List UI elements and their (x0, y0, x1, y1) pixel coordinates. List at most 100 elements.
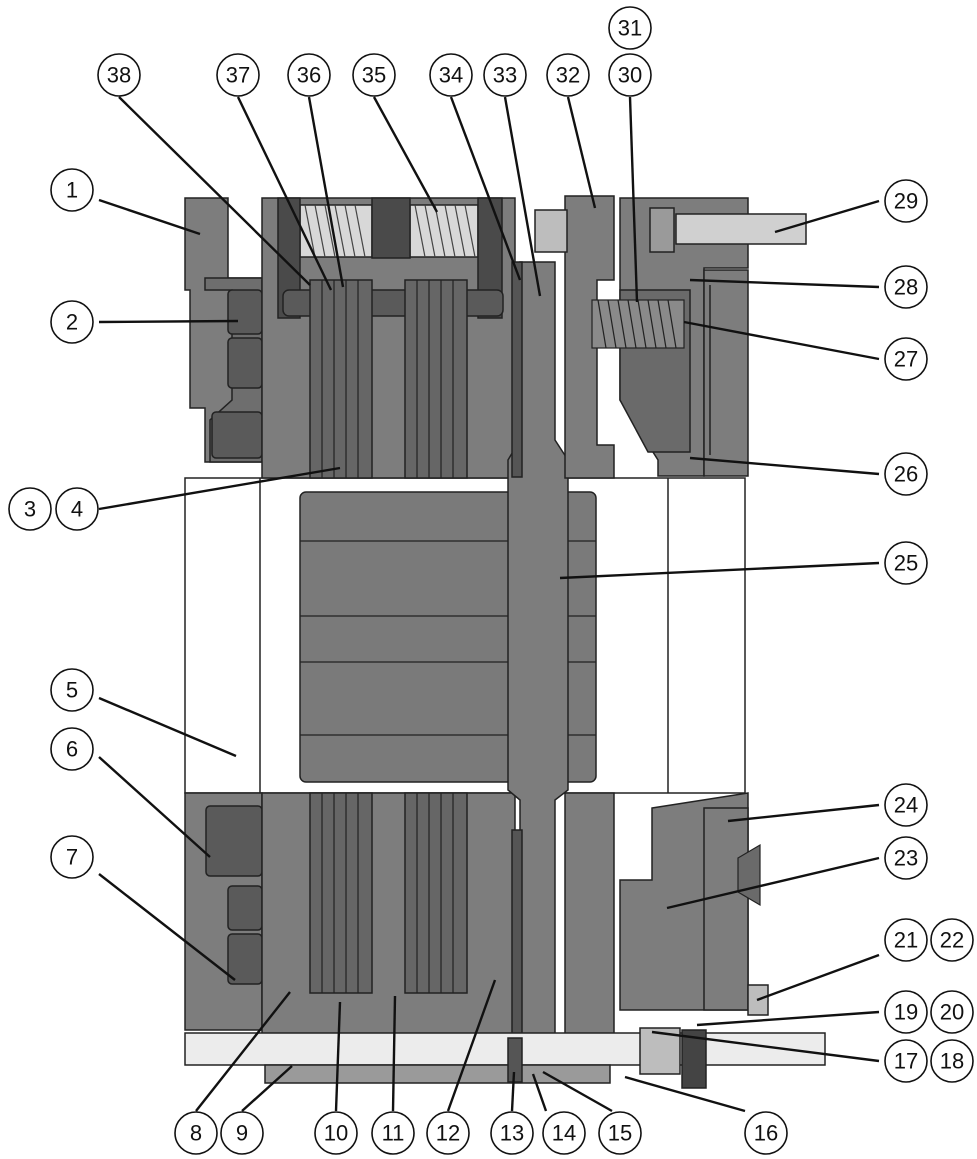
seal-bottom-3 (227, 933, 263, 985)
svg-text:13: 13 (500, 1121, 524, 1146)
callout-24: 24 (884, 783, 928, 827)
callout-12: 12 (426, 1111, 470, 1155)
callout-25: 25 (884, 541, 928, 585)
svg-text:37: 37 (226, 63, 250, 88)
lower-plate-stack-1 (309, 792, 373, 994)
callout-labels: 1 2 3 4 5 6 7 8 9 10 11 12 13 14 15 16 1… (8, 6, 974, 1155)
leader-5 (98, 696, 237, 758)
svg-text:35: 35 (362, 63, 386, 88)
upper-plate-stack-2 (404, 279, 468, 479)
callout-37: 37 (216, 53, 260, 97)
svg-text:21: 21 (894, 928, 918, 953)
callout-7: 7 (50, 835, 94, 879)
leader-15 (542, 1070, 613, 1113)
seal-bottom-2 (227, 885, 263, 931)
svg-text:7: 7 (66, 845, 78, 870)
svg-text:15: 15 (608, 1121, 632, 1146)
svg-text:36: 36 (297, 63, 321, 88)
right-nut (649, 207, 675, 253)
top-stud-2 (371, 197, 411, 259)
leader-lines (98, 96, 880, 1113)
leader-10 (334, 1001, 342, 1112)
right-outer-wall-low (703, 807, 749, 1011)
leader-13 (510, 1071, 516, 1112)
svg-text:17: 17 (894, 1049, 918, 1074)
leader-21-22 (756, 953, 880, 1002)
bottom-bolt (184, 1032, 826, 1066)
callout-16: 16 (744, 1111, 788, 1155)
leader-17-18 (651, 1030, 880, 1063)
leader-24 (727, 803, 880, 823)
leader-2 (98, 319, 239, 324)
svg-text:28: 28 (894, 275, 918, 300)
leader-28 (689, 278, 880, 289)
callout-8: 8 (174, 1111, 218, 1155)
leader-29 (774, 199, 880, 234)
svg-text:27: 27 (894, 347, 918, 372)
callout-1: 1 (50, 168, 94, 212)
svg-text:20: 20 (940, 1000, 964, 1025)
callout-2: 2 (50, 300, 94, 344)
upper-plate-stack-1 (309, 279, 373, 479)
svg-text:8: 8 (190, 1121, 202, 1146)
callout-38: 38 (97, 53, 141, 97)
leader-33 (503, 96, 542, 297)
callout-23: 23 (884, 836, 928, 880)
callout-15: 15 (598, 1111, 642, 1155)
leader-19-20 (696, 1010, 880, 1027)
leader-36 (307, 96, 345, 288)
bottom-shim-13 (507, 1037, 523, 1083)
leader-9 (241, 1065, 293, 1112)
svg-text:26: 26 (894, 462, 918, 487)
callout-18: 18 (930, 1039, 974, 1083)
svg-text:38: 38 (107, 63, 131, 88)
svg-text:24: 24 (894, 793, 918, 818)
seal-upper-left (227, 289, 263, 335)
callout-10: 10 (314, 1111, 358, 1155)
svg-text:29: 29 (894, 189, 918, 214)
assembly-drawing (184, 195, 826, 1089)
callout-27: 27 (884, 337, 928, 381)
right-flange (564, 195, 615, 479)
callout-28: 28 (884, 265, 928, 309)
callout-6: 6 (50, 727, 94, 771)
right-bolt-head (534, 209, 568, 253)
svg-text:14: 14 (552, 1121, 576, 1146)
svg-text:5: 5 (66, 678, 78, 703)
svg-text:32: 32 (556, 63, 580, 88)
callout-22: 22 (930, 918, 974, 962)
callout-32: 32 (546, 53, 590, 97)
seal-bottom-1 (205, 805, 263, 877)
top-stud-1 (277, 197, 301, 319)
svg-text:4: 4 (71, 497, 83, 522)
leader-7 (98, 873, 236, 981)
leader-32 (566, 96, 597, 209)
leader-16 (624, 1075, 746, 1113)
callout-36: 36 (287, 53, 331, 97)
thin-disc-low (511, 829, 523, 1046)
callout-33: 33 (483, 53, 527, 97)
lower-plate-stack-2 (404, 792, 468, 994)
svg-text:6: 6 (66, 737, 78, 762)
svg-text:16: 16 (754, 1121, 778, 1146)
leader-3-4 (98, 466, 341, 511)
callout-3: 3 (8, 487, 52, 531)
svg-text:12: 12 (436, 1121, 460, 1146)
callout-34: 34 (429, 53, 473, 97)
svg-text:18: 18 (940, 1049, 964, 1074)
lower-body (261, 792, 516, 1061)
svg-text:25: 25 (894, 551, 918, 576)
coil-spring (591, 299, 685, 349)
leader-8 (195, 991, 291, 1112)
leader-25 (559, 561, 880, 580)
leader-6 (98, 756, 211, 858)
leader-12 (446, 979, 497, 1112)
seal-lower-left (211, 411, 263, 459)
svg-text:3: 3 (24, 497, 36, 522)
callout-35: 35 (352, 53, 396, 97)
thin-disc (511, 261, 523, 478)
spring-coils-top (304, 204, 476, 258)
leader-35 (372, 96, 439, 213)
leader-11 (391, 995, 397, 1112)
